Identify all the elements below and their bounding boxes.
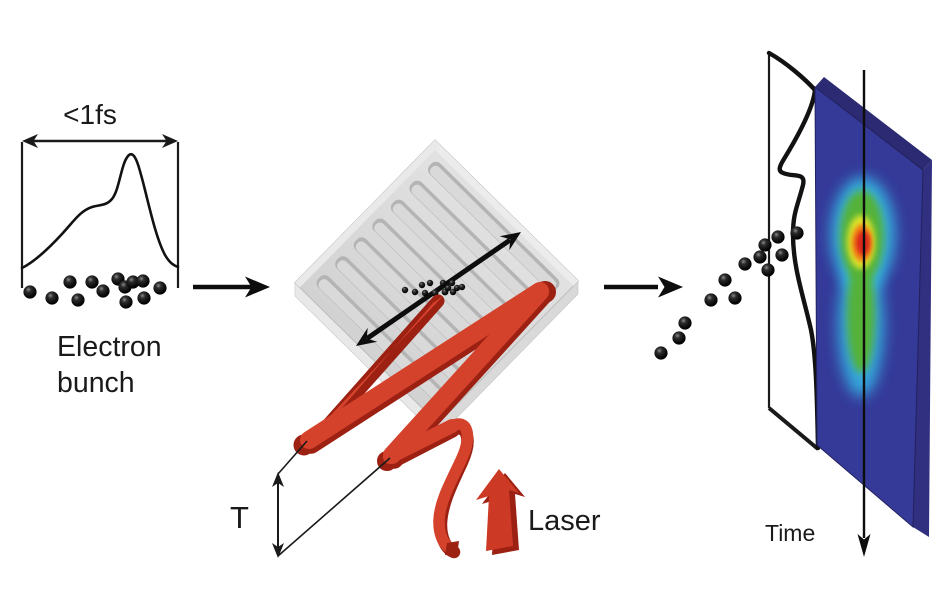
flow-arrow-left (193, 276, 270, 298)
bunch-width-label: <1fs (63, 99, 117, 130)
screen-top-edge (815, 77, 932, 170)
time-label: Time (765, 520, 815, 546)
bunch-dots-on-grating (401, 279, 466, 297)
screen-right-edge (913, 160, 932, 537)
laser-label: Laser (528, 505, 601, 537)
arrowhead-right (162, 134, 178, 148)
electron-bunch-plot: <1fs Electron bunch (20, 99, 180, 399)
profile-curve (20, 152, 180, 270)
flow-arrow-right (604, 276, 683, 298)
detector-panel (766, 50, 821, 451)
electron-bunch-label-line2: bunch (57, 367, 135, 399)
arrowhead-left (22, 134, 38, 148)
electron-dots (23, 272, 167, 309)
interaction-arrow (356, 232, 521, 346)
time-axis-arrow (857, 70, 871, 557)
electron-bunch-label-line1: Electron (57, 331, 162, 363)
grating-grooves (316, 161, 560, 405)
duration-arrow (22, 134, 178, 148)
ribbon-end-cut (445, 541, 459, 556)
detector-screen (814, 70, 932, 557)
period-dimension (272, 440, 391, 558)
laser-direction-arrow (476, 469, 525, 555)
grating (294, 139, 580, 438)
streaked-electron-dots (654, 226, 804, 360)
streak-profile-curve (766, 50, 821, 451)
period-label: T (230, 500, 249, 535)
